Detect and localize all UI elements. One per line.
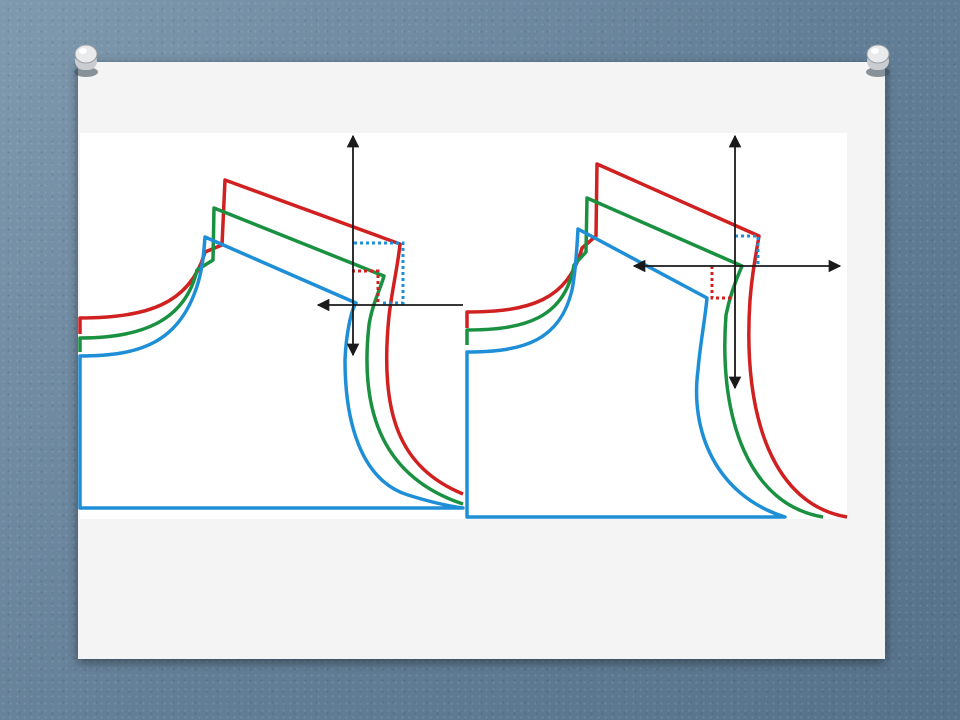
panel-left bbox=[78, 134, 465, 510]
right-size-base-outline bbox=[465, 227, 787, 519]
left-size-large-outline bbox=[78, 178, 464, 496]
left-red-dotted-offset bbox=[352, 269, 380, 303]
left-blue-dotted-offset bbox=[354, 241, 405, 305]
right-red-dotted-offset bbox=[710, 266, 735, 300]
pushpin-left-icon bbox=[69, 42, 98, 77]
panel-right bbox=[465, 134, 848, 519]
right-size-large-outline bbox=[465, 162, 848, 519]
diagram-canvas bbox=[80, 133, 847, 519]
right-blue-dotted-offset bbox=[735, 234, 760, 266]
left-size-base-outline bbox=[78, 235, 465, 510]
pushpin-right-icon bbox=[861, 42, 890, 77]
right-size-medium-outline bbox=[465, 196, 824, 519]
